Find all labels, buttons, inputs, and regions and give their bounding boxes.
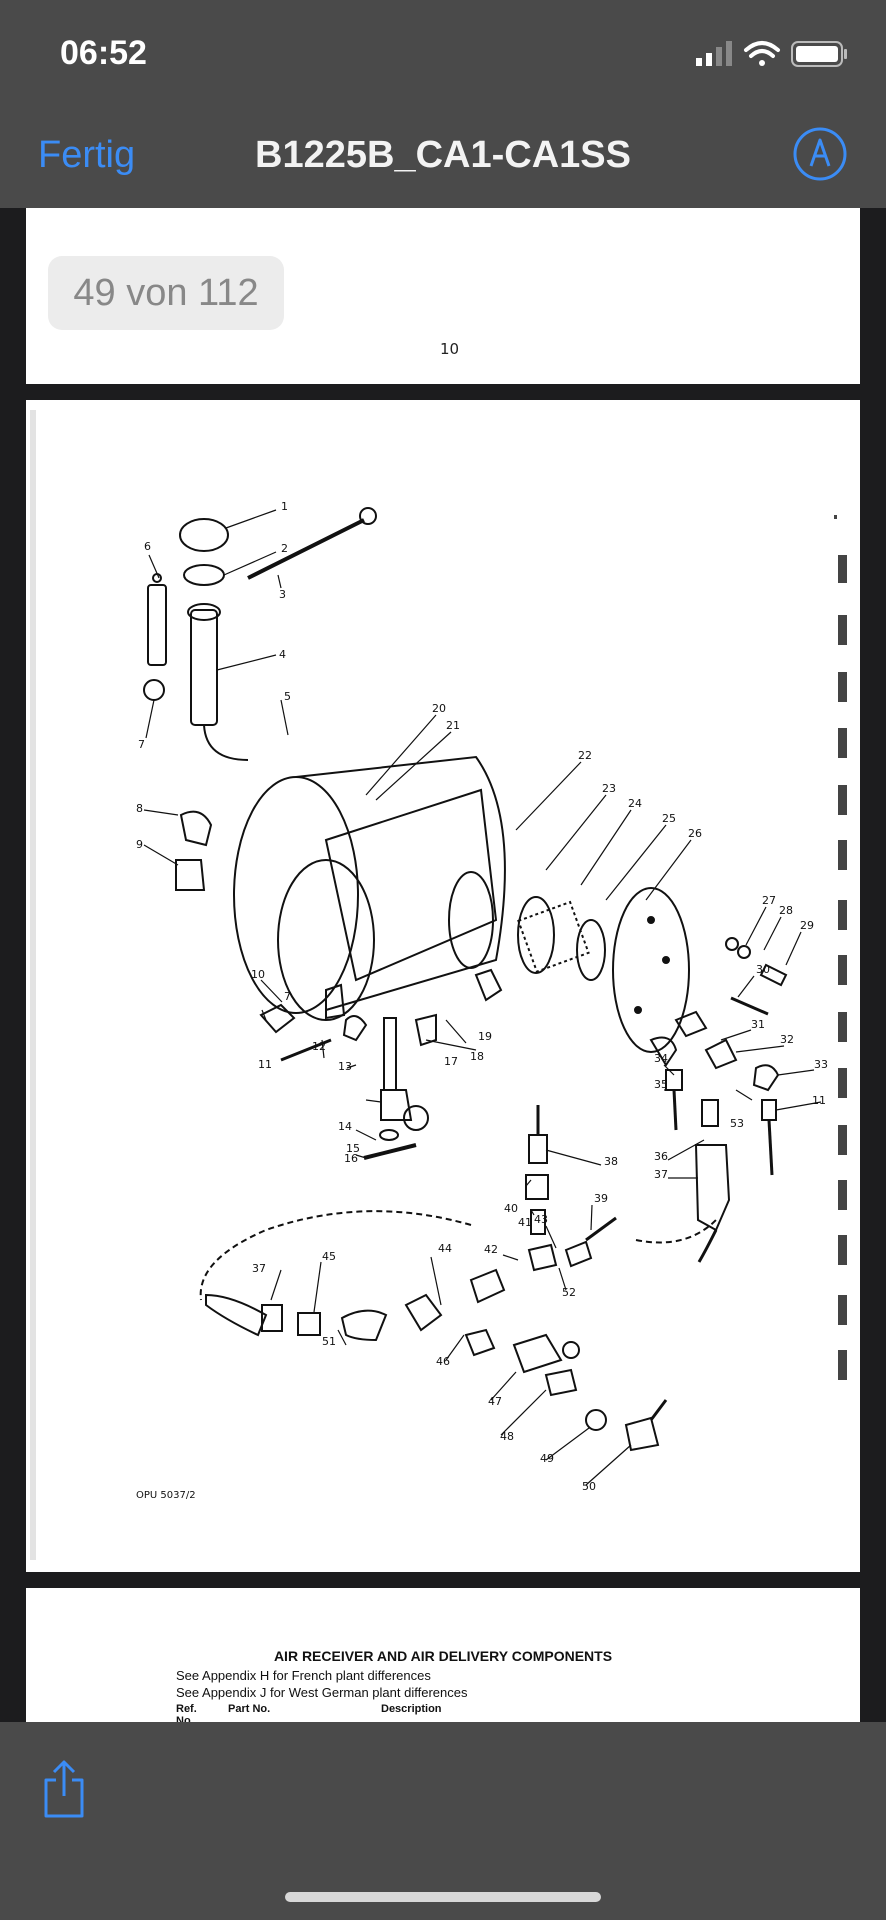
callout-24: 24 <box>628 797 642 810</box>
done-button[interactable]: Fertig <box>38 134 136 176</box>
scan-artifacts <box>30 410 847 1560</box>
wifi-icon <box>744 41 780 66</box>
callout-9: 9 <box>136 838 143 851</box>
column-description: Description <box>381 1703 442 1715</box>
bottom-toolbar <box>0 1722 886 1920</box>
callout-31: 31 <box>751 1018 765 1031</box>
callout-18: 18 <box>470 1050 484 1063</box>
callout-13: 13 <box>338 1060 352 1073</box>
battery-icon <box>791 41 847 67</box>
callout-23: 23 <box>602 782 616 795</box>
callout-8: 8 <box>136 802 143 815</box>
callout-12: 12 <box>312 1040 326 1053</box>
callout-30: 30 <box>756 963 770 976</box>
appendix-note-german: See Appendix J for West German plant dif… <box>176 1685 468 1700</box>
callout-43: 43 <box>534 1213 548 1226</box>
callout-40: 40 <box>504 1202 518 1215</box>
callout-10: 10 <box>251 968 265 981</box>
callout-3: 3 <box>279 588 286 601</box>
callout-52: 52 <box>562 1286 576 1299</box>
callout-2: 2 <box>281 542 288 555</box>
page-indicator-badge: 49 von 112 <box>48 256 284 330</box>
callout-50: 50 <box>582 1480 596 1493</box>
pdf-page-next: AIR RECEIVER AND AIR DELIVERY COMPONENTS… <box>26 1588 860 1722</box>
callout-46: 46 <box>436 1355 450 1368</box>
callout-53: 53 <box>730 1117 744 1130</box>
document-title: B1225B_CA1-CA1SS <box>255 134 631 176</box>
callout-26: 26 <box>688 827 702 840</box>
callout-27: 27 <box>762 894 776 907</box>
tank-body <box>295 755 506 1011</box>
callout-33: 33 <box>814 1058 828 1071</box>
callout-21: 21 <box>446 719 460 732</box>
callout-17: 17 <box>444 1055 458 1068</box>
callout-39: 39 <box>594 1192 608 1205</box>
callout-7: 7 <box>284 990 291 1003</box>
callout-36: 36 <box>654 1150 668 1163</box>
callout-42: 42 <box>484 1243 498 1256</box>
share-icon[interactable] <box>40 1758 88 1820</box>
callout-5: 5 <box>284 690 291 703</box>
callout-6: 6 <box>144 540 151 553</box>
navigation-bar: Fertig B1225B_CA1-CA1SS <box>0 100 886 209</box>
callout-29: 29 <box>800 919 814 932</box>
column-part-no: Part No. <box>228 1703 271 1715</box>
column-ref: Ref. No. <box>176 1703 197 1722</box>
pdf-page-previous: 49 von 112 10 <box>26 208 860 384</box>
callout-28: 28 <box>779 904 793 917</box>
pdf-viewer[interactable]: 49 von 112 10 <box>0 208 886 1722</box>
callout-7: 7 <box>138 738 145 751</box>
callout-25: 25 <box>662 812 676 825</box>
callout-51: 51 <box>322 1335 336 1348</box>
callout-1: 1 <box>281 500 288 513</box>
callout-49: 49 <box>540 1452 554 1465</box>
callout-37: 37 <box>252 1262 266 1275</box>
callout-45: 45 <box>322 1250 336 1263</box>
callout-41: 41 <box>518 1216 532 1229</box>
exploded-parts-diagram: 1234567891011121314151617181920212223242… <box>30 410 847 1560</box>
callout-4: 4 <box>279 648 286 661</box>
section-heading: AIR RECEIVER AND AIR DELIVERY COMPONENTS <box>273 1648 613 1664</box>
markup-pen-icon[interactable] <box>792 126 848 182</box>
callout-37: 37 <box>654 1168 668 1181</box>
callout-47: 47 <box>488 1395 502 1408</box>
callout-20: 20 <box>432 702 446 715</box>
callout-15: 15 <box>346 1142 360 1155</box>
signal-icon <box>696 41 732 66</box>
figure-code: OPU 5037/2 <box>136 1490 196 1501</box>
callout-32: 32 <box>780 1033 794 1046</box>
callout-38: 38 <box>604 1155 618 1168</box>
callout-34: 34 <box>654 1052 668 1065</box>
status-icons <box>696 41 847 67</box>
callout-11: 11 <box>258 1058 272 1071</box>
callout-19: 19 <box>478 1030 492 1043</box>
callout-48: 48 <box>500 1430 514 1443</box>
callout-44: 44 <box>438 1242 452 1255</box>
callout-14: 14 <box>338 1120 352 1133</box>
status-bar: 06:52 <box>0 0 886 100</box>
callout-22: 22 <box>578 749 592 762</box>
callout-11: 11 <box>812 1094 826 1107</box>
callout-35: 35 <box>654 1078 668 1091</box>
status-time: 06:52 <box>60 34 147 72</box>
callout-16: 16 <box>344 1152 358 1165</box>
appendix-note-french: See Appendix H for French plant differen… <box>176 1668 431 1683</box>
page-number: 10 <box>440 340 460 358</box>
home-indicator[interactable] <box>285 1892 601 1902</box>
